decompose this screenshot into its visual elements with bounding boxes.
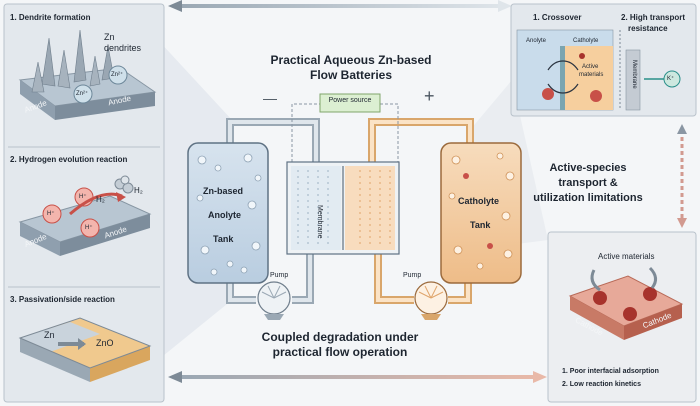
plus-terminal: + (424, 86, 435, 106)
anolyte-pump (257, 281, 291, 320)
anolyte-tank-label-2: Anolyte (208, 210, 242, 220)
anolyte-pump-label: Pump (270, 272, 289, 279)
her-anode-block (18, 175, 152, 256)
limitation-line2: transport & (558, 177, 618, 189)
power-source-label: Power source (328, 97, 372, 104)
right-bottom-panel (547, 231, 697, 403)
flow-battery (187, 93, 522, 320)
dendrite-anode-block (18, 29, 157, 120)
limitation-line1: Active-species (549, 162, 627, 174)
crossover-title: 1. Crossover (533, 13, 582, 22)
transport-title-2: resistance (628, 24, 668, 33)
power-source-box (319, 93, 381, 113)
membrane-label: Membrane (316, 205, 323, 239)
h2-label-1: H₂ (96, 195, 105, 204)
her-title: 2. Hydrogen evolution reaction (10, 155, 128, 164)
kinetics-item-2: 2. Low reaction kinetics (562, 381, 641, 388)
bottom-title-line2: practical flow operation (272, 345, 408, 359)
h2-label-2: H₂ (134, 186, 143, 195)
main-title-line2: Flow Batteries (309, 68, 393, 82)
h-plus-2: H⁺ (79, 194, 87, 200)
zno-label: ZnO (96, 338, 114, 348)
h-plus-1: H⁺ (47, 211, 55, 217)
zn2-ion-1: Zn²⁺ (111, 72, 124, 78)
zn-dendrites-label-2: dendrites (104, 43, 142, 53)
minus-terminal: — (263, 90, 277, 106)
zn-dendrites-label-1: Zn (104, 32, 115, 42)
catholyte-pump-label: Pump (403, 272, 422, 279)
membrane-small-label: Membrane (631, 60, 637, 89)
dendrite-title: 1. Dendrite formation (10, 13, 91, 22)
passivation-block (18, 317, 152, 382)
catholyte-tank-label-2: Tank (470, 220, 491, 230)
bottom-title-line1: Coupled degradation under (261, 330, 419, 344)
h-plus-3: H⁺ (85, 225, 93, 231)
anolyte-label: Anolyte (526, 38, 547, 44)
bottom-frame-arrow (168, 371, 547, 383)
transport-title-1: 2. High transport (621, 13, 686, 22)
catholyte-tank-label-1: Catholyte (458, 196, 500, 206)
catholyte-label: Catholyte (573, 38, 599, 44)
zn2-ion-2: Zn²⁺ (76, 91, 89, 97)
limitation-line3: utilization limitations (533, 192, 643, 204)
kinetics-item-1: 1. Poor interfacial adsorption (562, 368, 659, 375)
k-plus-label: K⁺ (667, 76, 675, 82)
passivation-title: 3. Passivation/side reaction (10, 295, 115, 304)
catholyte-pump (414, 281, 448, 320)
zn-label: Zn (44, 330, 55, 340)
right-top-panel (510, 3, 697, 117)
anolyte-tank-label-1: Zn-based (203, 186, 244, 196)
active-materials-label-1: Active (582, 64, 599, 70)
main-title-line1: Practical Aqueous Zn-based (270, 53, 432, 67)
left-panel (3, 3, 165, 403)
active-materials-title: Active materials (598, 252, 655, 261)
anolyte-tank-label-3: Tank (213, 234, 234, 244)
active-materials-label-2: materials (579, 72, 604, 78)
top-frame-arrow (168, 0, 512, 12)
